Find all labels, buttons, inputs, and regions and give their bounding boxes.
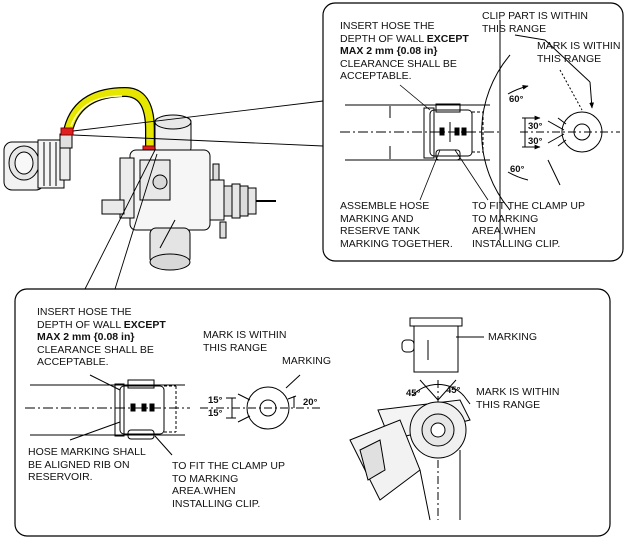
reservoir-tank <box>3 133 73 191</box>
top-insert-hose-max: MAX 2 mm {0.08 in} <box>340 45 438 57</box>
bottom-angle-15-upper: 15° <box>208 395 223 406</box>
bottom-insert-hose-line1: INSERT HOSE THE <box>37 306 132 318</box>
bottom-fit-clamp-note: TO FIT THE CLAMP UP TO MARKING AREA.WHEN… <box>172 460 285 510</box>
bottom-insert-hose-line2: DEPTH OF WALL <box>37 318 124 331</box>
top-insert-hose-except: EXCEPT <box>426 32 469 45</box>
bottom-hose-section <box>25 374 190 456</box>
bottom-hose-end-view <box>200 374 320 430</box>
top-angle-60-lower: 60° <box>510 164 525 175</box>
top-angle-30-lower: 30° <box>528 136 543 147</box>
callout-lines <box>72 100 324 290</box>
master-cylinder-body <box>101 114 276 271</box>
top-insert-hose-line5: ACCEPTABLE. <box>340 70 412 82</box>
top-insert-hose-line2: DEPTH OF WALL <box>340 32 427 45</box>
bottom-hose-marking-note: HOSE MARKING SHALL BE ALIGNED RIB ON RES… <box>28 446 146 483</box>
top-insert-hose-line4: CLEARANCE SHALL BE <box>340 57 457 70</box>
master-cylinder-assembly <box>3 86 276 271</box>
bottom-marking-left-label: MARKING <box>282 355 332 367</box>
hose-clamp-left <box>60 127 74 136</box>
top-hose-end-view <box>481 20 620 240</box>
top-detail-panel <box>322 2 624 262</box>
bottom-angle-45-right: 45° <box>446 385 461 396</box>
bottom-insert-hose-max: MAX 2 mm {0.08 in} <box>37 331 135 343</box>
bottom-right-views <box>349 317 484 521</box>
top-insert-hose-note: INSERT HOSE THE DEPTH OF WALL EXCEPT MAX… <box>340 20 469 83</box>
top-leader-lines <box>399 84 489 201</box>
bottom-mark-within-right-note: MARK IS WITHIN THIS RANGE <box>476 386 560 411</box>
bottom-marking-right-label: MARKING <box>488 331 538 343</box>
bottom-angle-15-lower: 15° <box>208 408 223 419</box>
bottom-angle-45-left: 45° <box>406 388 421 399</box>
bottom-insert-hose-except: EXCEPT <box>123 318 166 331</box>
reservoir-hose <box>63 86 155 148</box>
top-angle-60-upper: 60° <box>509 94 524 105</box>
top-fit-clamp-note: TO FIT THE CLAMP UP TO MARKING AREA.WHEN… <box>472 200 585 250</box>
top-assemble-hose-note: ASSEMBLE HOSE MARKING AND RESERVE TANK M… <box>340 200 453 250</box>
bottom-insert-hose-line5: ACCEPTABLE. <box>37 356 109 368</box>
top-hose-section <box>340 103 500 161</box>
bottom-angle-20: 20° <box>303 397 318 408</box>
bottom-insert-hose-line4: CLEARANCE SHALL BE <box>37 343 154 356</box>
bottom-detail-panel <box>14 288 611 537</box>
bottom-mark-within-left-note: MARK IS WITHIN THIS RANGE <box>203 329 287 354</box>
top-mark-within-note: MARK IS WITHIN THIS RANGE <box>537 40 621 65</box>
bottom-insert-hose-note: INSERT HOSE THE DEPTH OF WALL EXCEPT MAX… <box>37 306 166 369</box>
top-insert-hose-line1: INSERT HOSE THE <box>340 20 435 32</box>
top-clip-part-note: CLIP PART IS WITHIN THIS RANGE <box>482 10 588 35</box>
top-angle-30-upper: 30° <box>528 121 543 132</box>
